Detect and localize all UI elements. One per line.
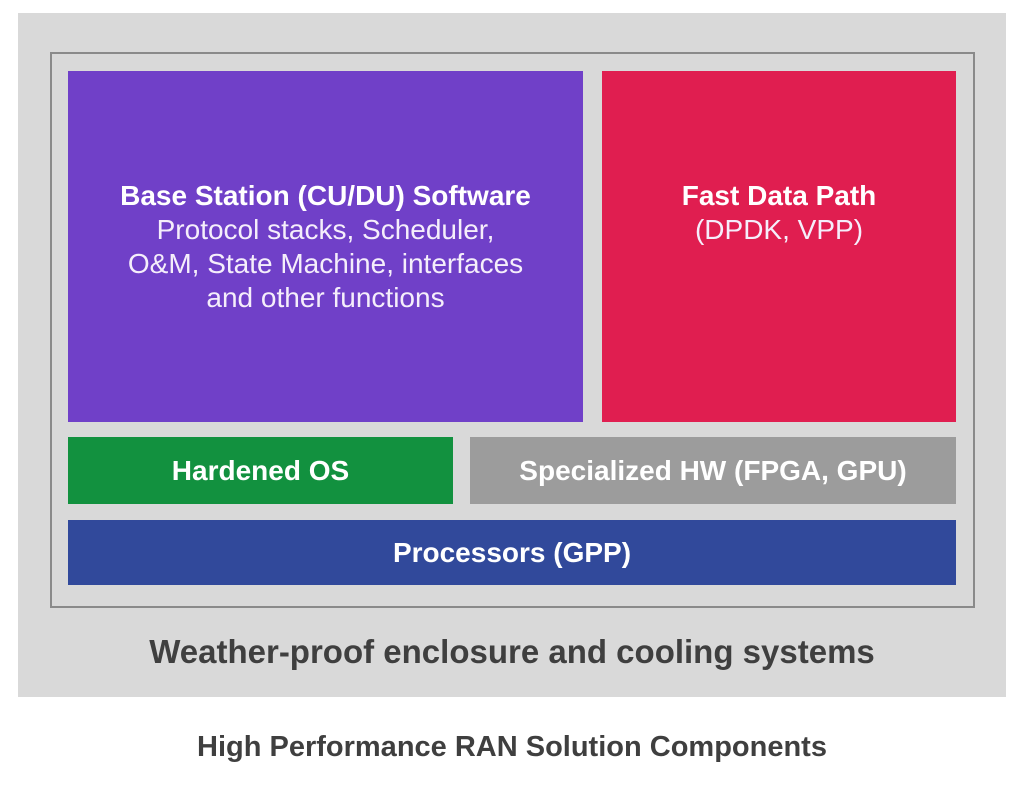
base-station-software-block: Base Station (CU/DU) Software Protocol s… xyxy=(68,71,583,422)
processors-label: Processors (GPP) xyxy=(392,536,632,568)
base-station-title: Base Station (CU/DU) Software xyxy=(120,179,531,211)
hardened-os-label: Hardened OS xyxy=(171,454,350,486)
processors-block: Processors (GPP) xyxy=(68,520,956,585)
specialized-hw-label: Specialized HW (FPGA, GPU) xyxy=(519,454,907,486)
base-station-subtitle: Protocol stacks, Scheduler, O&M, State M… xyxy=(127,213,524,313)
fast-data-path-block: Fast Data Path (DPDK, VPP) xyxy=(602,71,956,422)
enclosure-label: Weather-proof enclosure and cooling syst… xyxy=(149,633,875,670)
fast-data-path-title: Fast Data Path xyxy=(681,180,877,211)
fast-data-path-subtitle: (DPDK, VPP) xyxy=(694,214,864,245)
specialized-hw-block: Specialized HW (FPGA, GPU) xyxy=(470,437,956,504)
diagram-caption: High Performance RAN Solution Components xyxy=(197,731,827,763)
hardened-os-block: Hardened OS xyxy=(68,437,453,504)
